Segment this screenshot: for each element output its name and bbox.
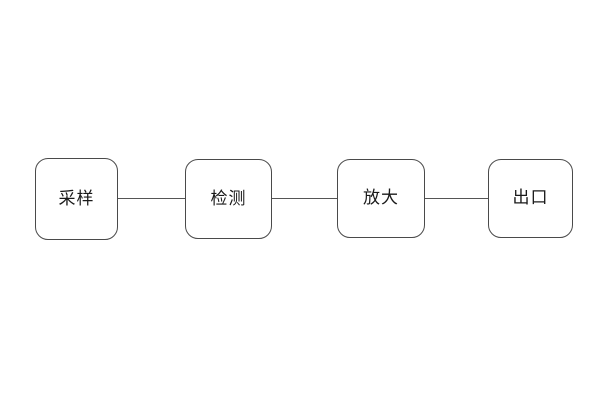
connector-detection-amplify <box>272 198 337 199</box>
node-label-sampling: 采样 <box>58 188 95 209</box>
node-label-output: 出口 <box>512 188 549 208</box>
node-label-amplify: 放大 <box>363 188 399 208</box>
flow-node-detection: 检测 <box>185 159 272 239</box>
node-label-detection: 检测 <box>210 188 247 209</box>
connector-sampling-detection <box>118 198 185 199</box>
connector-amplify-output <box>425 198 488 199</box>
flow-node-sampling: 采样 <box>35 158 118 240</box>
flow-node-output: 出口 <box>488 159 573 238</box>
flow-node-amplify: 放大 <box>337 159 425 238</box>
